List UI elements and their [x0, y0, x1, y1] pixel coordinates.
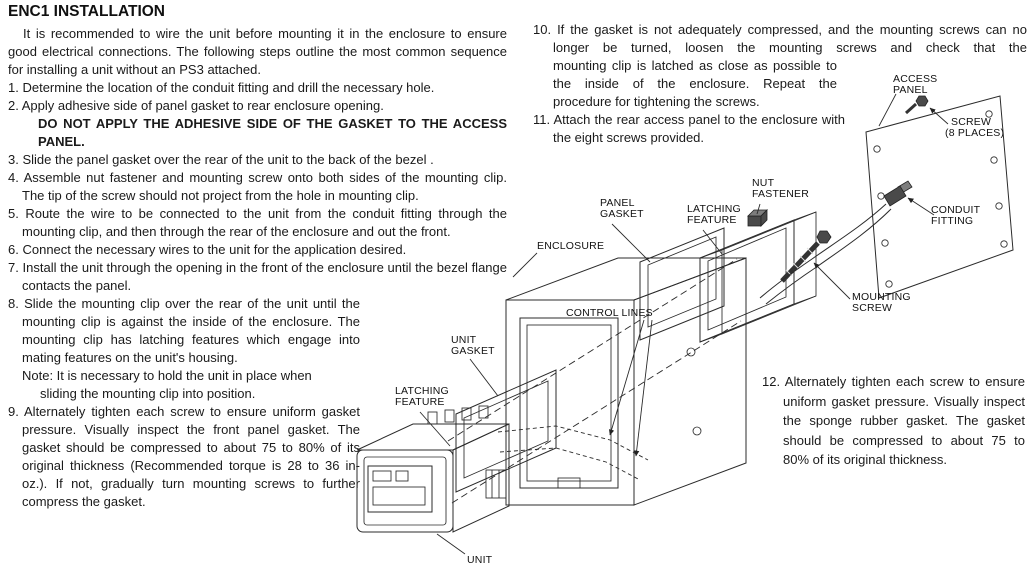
step-2-warning: DO NOT APPLY THE ADHESIVE SIDE OF THE GA… — [38, 116, 507, 149]
mounting-clip-drawing — [699, 211, 817, 343]
step-3-text: Slide the panel gasket over the rear of … — [22, 152, 434, 167]
conduit-fitting-label: CONDUIT — [931, 204, 981, 216]
step-1-number: 1. — [8, 80, 19, 95]
step-2-number: 2. — [8, 98, 19, 113]
step-2: 2. Apply adhesive side of panel gasket t… — [8, 97, 507, 151]
step-3-number: 3. — [8, 152, 19, 167]
step-7: 7. Install the unit through the opening … — [8, 259, 507, 295]
panel-gasket-label: PANEL — [600, 197, 635, 209]
step-1: 1. Determine the location of the conduit… — [8, 79, 507, 97]
step-5-text: Route the wire to be connected to the un… — [22, 206, 507, 239]
panel-gasket-drawing — [639, 227, 725, 341]
step-11: 11. Attach the rear access panel to the … — [533, 111, 845, 147]
latching-feature-top-label: FEATURE — [687, 214, 737, 226]
step-11-number: 11. — [533, 112, 551, 127]
right-column: 10. If the gasket is not adequately comp… — [533, 21, 1027, 147]
step-12: 12. Alternately tighten each screw to en… — [762, 372, 1025, 470]
mounting-screw-label: SCREW — [852, 302, 892, 314]
step-8-number: 8. — [8, 296, 19, 311]
nut-fastener-label: FASTENER — [752, 188, 809, 200]
step-8-text: Slide the mounting clip over the rear of… — [22, 296, 360, 365]
intro-paragraph: It is recommended to wire the unit befor… — [8, 26, 507, 77]
step-8-note-line1: Note: It is necessary to hold the unit i… — [22, 368, 312, 383]
unit-label: UNIT — [467, 554, 493, 566]
mounting-screw-label: MOUNTING — [852, 291, 911, 303]
step-8: 8. Slide the mounting clip over the rear… — [8, 295, 360, 403]
step-6-text: Connect the necessary wires to the unit … — [22, 242, 407, 257]
step-7-text: Install the unit through the opening in … — [22, 260, 507, 293]
step-10-text-b: mounting clip is latched as close as pos… — [553, 58, 837, 109]
latching-feature-top-label: LATCHING — [687, 203, 741, 215]
step-2-text: Apply adhesive side of panel gasket to r… — [21, 98, 384, 113]
step-8-note-line2: sliding the mounting clip into position. — [40, 386, 256, 401]
panel-gasket-label: GASKET — [600, 208, 644, 220]
wires-drawing — [759, 203, 892, 305]
left-column: It is recommended to wire the unit befor… — [8, 25, 507, 511]
conduit-fitting-label: FITTING — [931, 215, 973, 227]
conduit-fitting-drawing — [883, 180, 913, 207]
control-lines-drawing — [497, 425, 649, 481]
step-5-number: 5. — [8, 206, 19, 221]
control-lines-label: CONTROL LINES — [566, 307, 653, 319]
step-10-head: 10. If the gasket is not adequately comp… — [533, 21, 1027, 57]
step-4-number: 4. — [8, 170, 19, 185]
step-6-number: 6. — [8, 242, 19, 257]
step-5: 5. Route the wire to be connected to the… — [8, 205, 507, 241]
page-title: ENC1 INSTALLATION — [8, 3, 166, 20]
step-9-number: 9. — [8, 404, 19, 419]
step-10-text-a: If the gasket is not adequately compress… — [553, 22, 1027, 55]
nut-fastener-drawing — [747, 209, 768, 227]
step-4-text: Assemble nut fastener and mounting screw… — [22, 170, 507, 203]
step-4: 4. Assemble nut fastener and mounting sc… — [8, 169, 507, 205]
step-9: 9. Alternately tighten each screw to ens… — [8, 403, 360, 511]
step-10: 10. If the gasket is not adequately comp… — [533, 21, 1027, 111]
step-11-text: Attach the rear access panel to the encl… — [553, 112, 845, 145]
nut-fastener-label: NUT — [752, 177, 775, 189]
step-3: 3. Slide the panel gasket over the rear … — [8, 151, 507, 169]
step-12-number: 12. — [762, 374, 781, 389]
enclosure-label: ENCLOSURE — [537, 240, 604, 252]
step-10-number: 10. — [533, 22, 552, 37]
step-1-text: Determine the location of the conduit fi… — [22, 80, 435, 95]
step-12-text: Alternately tighten each screw to ensure… — [783, 374, 1025, 467]
step-6: 6. Connect the necessary wires to the un… — [8, 241, 507, 259]
enclosure-drawing — [505, 257, 747, 506]
mounting-screw-drawing — [780, 230, 832, 283]
step-7-number: 7. — [8, 260, 19, 275]
step-9-text: Alternately tighten each screw to ensure… — [22, 404, 360, 509]
